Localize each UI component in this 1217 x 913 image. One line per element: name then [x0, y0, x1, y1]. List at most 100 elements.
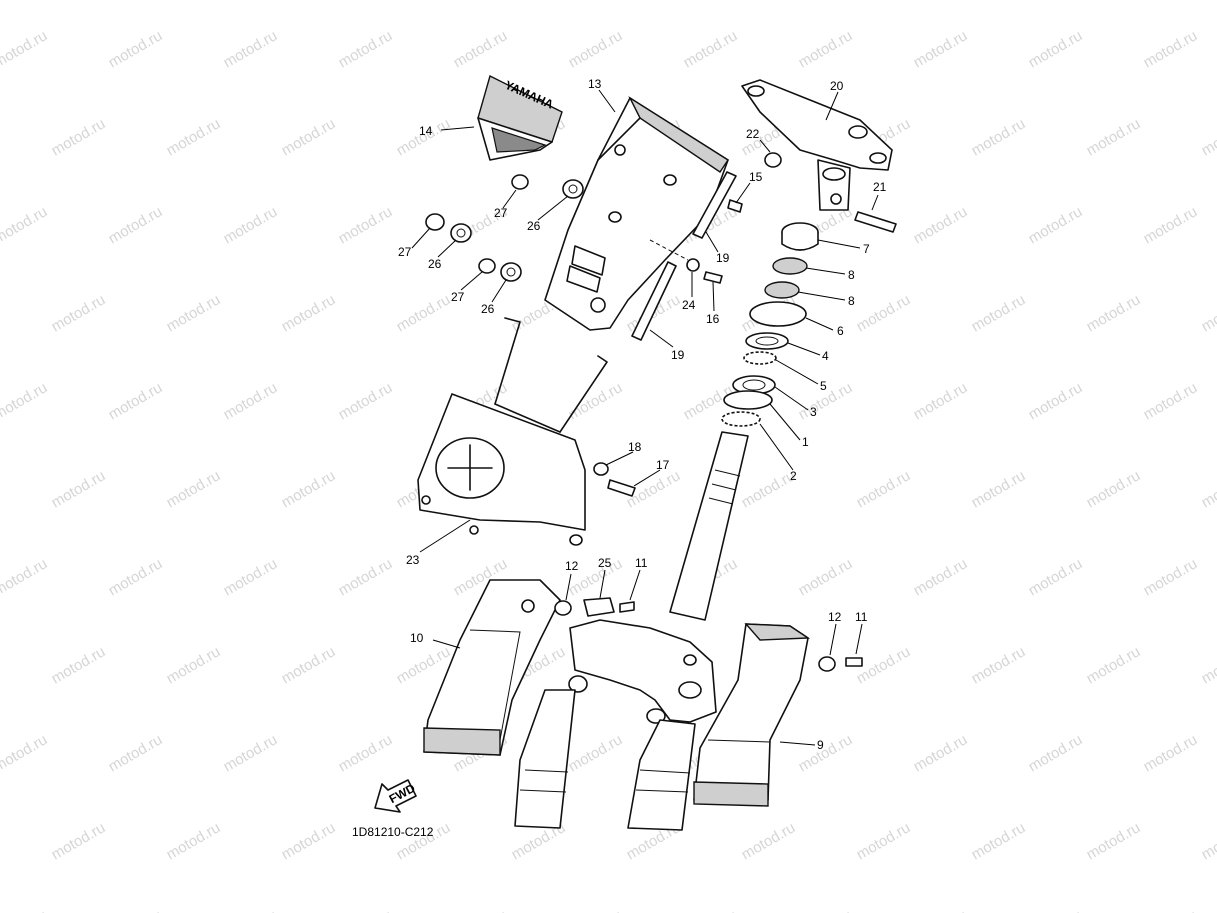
callout-25: 25 — [598, 556, 612, 570]
watermark-text: motod.ru — [566, 379, 626, 423]
watermark-text: motod.ru — [106, 379, 166, 423]
callout-27b: 27 — [398, 245, 412, 259]
watermark-text: motod.ru — [164, 115, 224, 159]
callout-5: 5 — [820, 379, 827, 393]
watermark-text: motod.ru — [0, 731, 50, 775]
watermark-text: motod.ru — [566, 731, 626, 775]
watermark-text: motod.ru — [1141, 731, 1201, 775]
watermark-text: motod.ru — [681, 27, 741, 71]
part-14-emblem: YAMAHA — [477, 74, 563, 161]
watermark-text: motod.ru — [221, 731, 281, 775]
watermark-text: motod.ru — [1199, 291, 1217, 335]
watermark-text: motod.ru — [164, 819, 224, 863]
watermark-text: motod.ru — [796, 555, 856, 599]
callout-17: 17 — [656, 458, 670, 472]
watermark-text: motod.ru — [969, 115, 1029, 159]
callout-27a: 27 — [494, 206, 508, 220]
steering-stem — [514, 431, 749, 831]
watermark-text: motod.ru — [49, 643, 109, 687]
watermark-text: motod.ru — [1141, 907, 1201, 913]
watermark-text: motod.ru — [1026, 27, 1086, 71]
watermark-text: motod.ru — [49, 819, 109, 863]
callout-23: 23 — [406, 553, 420, 567]
callout-20: 20 — [830, 79, 844, 93]
fwd-arrow-icon: FWD — [374, 779, 418, 813]
callout-12a: 12 — [565, 559, 579, 573]
watermark-text: motod.ru — [106, 555, 166, 599]
callout-24: 24 — [682, 298, 696, 312]
watermark-text: motod.ru — [336, 555, 396, 599]
watermark-text: motod.ru — [106, 203, 166, 247]
watermark-text: motod.ru — [796, 27, 856, 71]
callout-10: 10 — [410, 631, 424, 645]
watermark-text: motod.ru — [854, 819, 914, 863]
leader-lines — [411, 89, 879, 746]
watermark-text: motod.ru — [279, 291, 339, 335]
watermark-text: motod.ru — [221, 203, 281, 247]
callout-11b: 11 — [855, 610, 868, 624]
callout-12b: 12 — [828, 610, 842, 624]
callout-21: 21 — [873, 180, 887, 194]
watermark-text: motod.ru — [796, 731, 856, 775]
watermark-text: motod.ru — [1026, 555, 1086, 599]
watermark-text: motod.ru — [1199, 115, 1217, 159]
watermark-text: motod.ru — [969, 643, 1029, 687]
callout-9: 9 — [817, 738, 824, 752]
watermark-text: motod.ru — [1141, 203, 1201, 247]
watermark-text: motod.ru — [336, 731, 396, 775]
watermark-text: motod.ru — [451, 907, 511, 913]
watermark-text: motod.ru — [681, 907, 741, 913]
watermark-text: motod.ru — [394, 291, 454, 335]
watermark-text: motod.ru — [221, 379, 281, 423]
watermark-text: motod.ru — [0, 555, 50, 599]
callout-27c: 27 — [451, 290, 465, 304]
watermark-text: motod.ru — [0, 203, 50, 247]
callout-14: 14 — [419, 124, 433, 138]
watermark-text: motod.ru — [164, 467, 224, 511]
watermark-text: motod.ru — [969, 291, 1029, 335]
callout-26a: 26 — [527, 219, 541, 233]
watermark-text: motod.ru — [1199, 467, 1217, 511]
callout-3: 3 — [810, 405, 817, 419]
callout-8a: 8 — [848, 268, 855, 282]
watermark-text: motod.ru — [336, 203, 396, 247]
watermark-text: motod.ru — [106, 731, 166, 775]
watermark-text: motod.ru — [1026, 203, 1086, 247]
part-9-fork-cover-right — [693, 623, 811, 807]
watermark-text: motod.ru — [279, 643, 339, 687]
watermark-text: motod.ru — [1199, 643, 1217, 687]
diagram-code: 1D81210-C212 — [352, 825, 434, 839]
watermark-text: motod.ru — [336, 379, 396, 423]
callout-11a: 11 — [635, 556, 648, 570]
watermark-text: motod.ru — [1084, 115, 1144, 159]
watermark-text: motod.ru — [336, 907, 396, 913]
watermark-text: motod.ru — [1141, 27, 1201, 71]
watermark-text: motod.ru — [49, 291, 109, 335]
callout-15: 15 — [749, 170, 763, 184]
watermark-text: motod.ru — [279, 467, 339, 511]
watermark-text: motod.ru — [1084, 467, 1144, 511]
watermark-text: motod.ru — [164, 291, 224, 335]
watermark-text: motod.ru — [0, 907, 50, 913]
callout-26b: 26 — [428, 257, 442, 271]
watermark-text: motod.ru — [0, 27, 50, 71]
watermark-text: motod.ru — [1026, 379, 1086, 423]
watermark-text: motod.ru — [221, 27, 281, 71]
callout-7: 7 — [863, 242, 870, 256]
callout-4: 4 — [822, 349, 829, 363]
watermark-text: motod.ru — [854, 291, 914, 335]
steering-stack — [721, 222, 819, 427]
watermark-text: motod.ru — [1141, 555, 1201, 599]
callout-16: 16 — [706, 312, 720, 326]
callout-13: 13 — [588, 77, 602, 91]
watermark-text: motod.ru — [566, 907, 626, 913]
watermark-text: motod.ru — [911, 27, 971, 71]
watermark-text: motod.ru — [106, 907, 166, 913]
watermark-text: motod.ru — [336, 27, 396, 71]
parts-17-18-bolt — [593, 462, 636, 497]
callout-19a: 19 — [716, 251, 730, 265]
watermark-text: motod.ru — [969, 467, 1029, 511]
callout-22: 22 — [746, 127, 760, 141]
